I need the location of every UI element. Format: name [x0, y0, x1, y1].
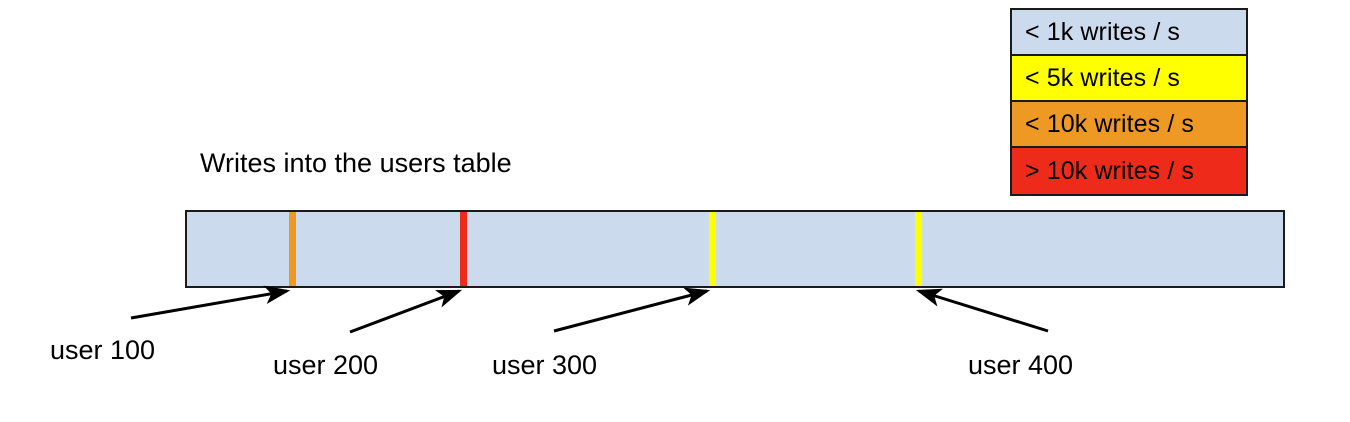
- annotation-label-user-100: user 100: [50, 335, 156, 365]
- legend-item-under-5k: < 5k writes / s: [1012, 56, 1246, 102]
- legend-item-under-10k: < 10k writes / s: [1012, 102, 1246, 148]
- bar-marker-user-400: [915, 212, 922, 286]
- legend-item-label: < 5k writes / s: [1025, 63, 1181, 92]
- users-table-keyspace-bar: [185, 210, 1285, 288]
- arrow-to-user-100: [130, 285, 291, 320]
- legend-item-label: < 10k writes / s: [1025, 109, 1195, 138]
- legend-item-label: > 10k writes / s: [1025, 156, 1195, 185]
- annotation-label-user-300: user 300: [492, 350, 598, 380]
- annotation-label-user-200: user 200: [273, 350, 379, 380]
- legend-item-over-10k: > 10k writes / s: [1012, 148, 1246, 194]
- bar-base-segment: [187, 212, 1283, 286]
- bar-marker-user-300: [709, 212, 716, 286]
- write-rate-legend: < 1k writes / s < 5k writes / s < 10k wr…: [1010, 8, 1248, 196]
- arrow-to-user-300: [553, 287, 711, 333]
- bar-marker-user-100: [289, 212, 296, 286]
- bar-marker-user-200: [460, 212, 467, 286]
- chart-title: Writes into the users table: [200, 148, 512, 178]
- arrow-to-user-200: [349, 289, 463, 334]
- legend-item-under-1k: < 1k writes / s: [1012, 10, 1246, 56]
- legend-item-label: < 1k writes / s: [1025, 17, 1181, 46]
- arrow-to-user-400: [915, 288, 1049, 333]
- annotation-label-user-400: user 400: [968, 350, 1074, 380]
